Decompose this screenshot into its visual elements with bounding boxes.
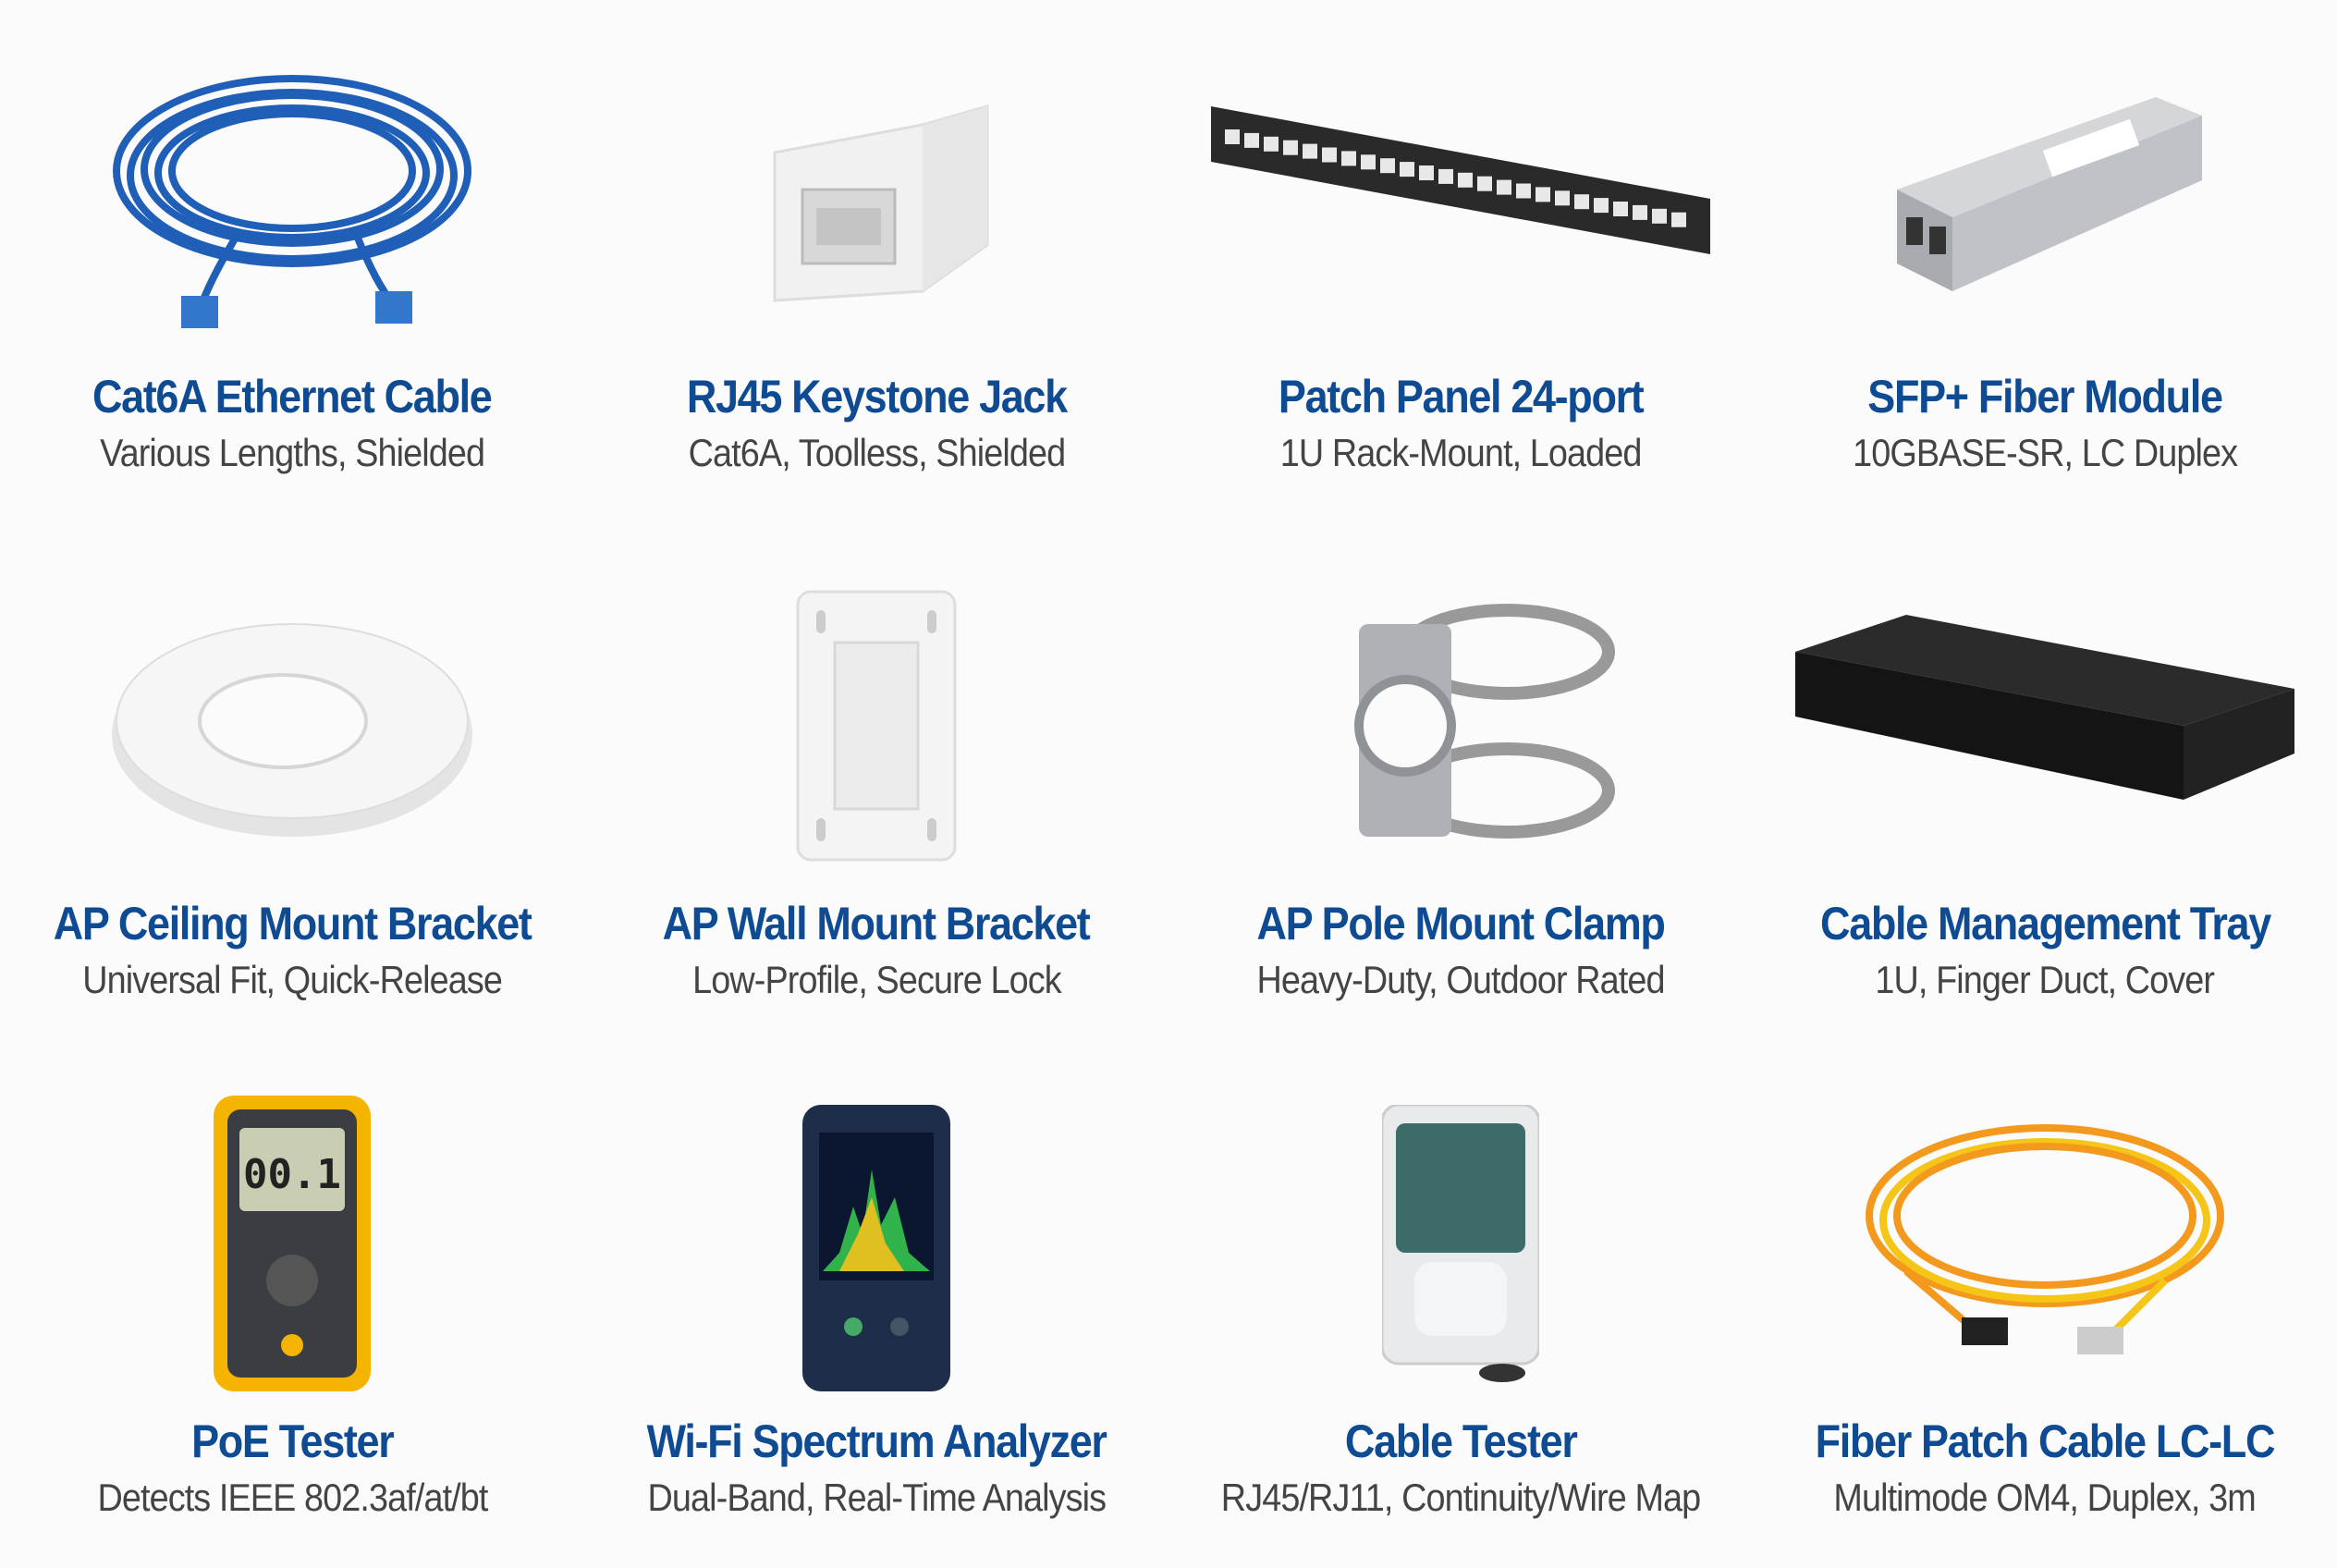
spectrum-analyzer-icon (618, 1091, 1135, 1396)
product-title[interactable]: RJ45 Keystone Jack (686, 371, 1068, 423)
product-title[interactable]: SFP+ Fiber Module (1867, 371, 2223, 423)
ethernet-cable-icon (33, 46, 551, 351)
cable-tray-icon (1786, 573, 2304, 878)
patch-port (1283, 140, 1298, 155)
product-title[interactable]: AP Wall Mount Bracket (663, 898, 1091, 949)
product-title[interactable]: Fiber Patch Cable LC-LC (1815, 1415, 2276, 1467)
product-card[interactable]: Wi-Fi Spectrum Analyzer Dual-Band, Real-… (584, 1040, 1168, 1568)
patch-port (1225, 129, 1240, 144)
product-title[interactable]: Cable Management Tray (1819, 898, 2271, 949)
sfp-module-icon (1786, 46, 2304, 351)
poe-display-readout: 00.1 (243, 1151, 341, 1198)
product-card[interactable]: Cable Management Tray 1U, Finger Duct, C… (1753, 522, 2337, 1040)
product-title[interactable]: Patch Panel 24-port (1278, 371, 1645, 423)
patch-port (1671, 212, 1686, 227)
product-card[interactable]: Fiber Patch Cable LC-LC Multimode OM4, D… (1753, 1040, 2337, 1568)
product-subtitle: Dual-Band, Real-Time Analysis (647, 1476, 1107, 1519)
ceiling-bracket-icon (33, 573, 551, 878)
patch-port (1419, 165, 1434, 180)
product-subtitle: Cat6A, Toolless, Shielded (688, 431, 1065, 474)
product-title[interactable]: PoE Tester (190, 1415, 395, 1467)
patch-port (1458, 172, 1473, 188)
patch-port (1244, 132, 1259, 148)
product-subtitle: Detects IEEE 802.3af/at/bt (96, 1476, 488, 1519)
product-card[interactable]: SFP+ Fiber Module 10GBASE-SR, LC Duplex (1753, 0, 2337, 522)
product-title[interactable]: AP Pole Mount Clamp (1256, 898, 1665, 949)
patch-port (1264, 136, 1279, 152)
patch-port (1341, 151, 1356, 166)
patch-port (1303, 143, 1317, 159)
product-card[interactable]: Cat6A Ethernet Cable Various Lengths, Sh… (0, 0, 584, 522)
patch-port (1574, 194, 1589, 210)
patch-panel-icon (1202, 46, 1719, 351)
product-subtitle: Heavy-Duty, Outdoor Rated (1256, 958, 1665, 1001)
patch-port (1322, 147, 1337, 163)
patch-port (1633, 204, 1647, 220)
keystone-jack-icon (618, 46, 1135, 351)
product-subtitle: Low-Profile, Secure Lock (691, 958, 1062, 1001)
product-subtitle: 10GBASE-SR, LC Duplex (1853, 431, 2238, 474)
product-subtitle: Universal Fit, Quick-Release (82, 958, 503, 1001)
cable-tester-icon (1202, 1091, 1719, 1396)
product-card[interactable]: 00.1 PoE Tester Detects IEEE 802.3af/at/… (0, 1040, 584, 1568)
wall-bracket-icon (618, 573, 1135, 878)
patch-port (1438, 168, 1453, 184)
product-card[interactable]: Cable Tester RJ45/RJ11, Continuity/Wire … (1168, 1040, 1753, 1568)
product-card[interactable]: Patch Panel 24-port 1U Rack-Mount, Loade… (1168, 0, 1753, 522)
product-title[interactable]: Wi-Fi Spectrum Analyzer (646, 1415, 1107, 1467)
product-subtitle: RJ45/RJ11, Continuity/Wire Map (1220, 1476, 1701, 1519)
product-title[interactable]: Cable Tester (1344, 1415, 1578, 1467)
patch-port (1516, 183, 1531, 199)
product-card[interactable]: AP Wall Mount Bracket Low-Profile, Secur… (584, 522, 1168, 1040)
product-title[interactable]: AP Ceiling Mount Bracket (53, 898, 532, 949)
product-subtitle: Multimode OM4, Duplex, 3m (1833, 1476, 2257, 1519)
patch-port (1477, 176, 1492, 191)
product-card[interactable]: AP Ceiling Mount Bracket Universal Fit, … (0, 522, 584, 1040)
pole-clamp-icon (1202, 573, 1719, 878)
patch-port (1380, 158, 1395, 174)
fiber-patch-cable-icon (1786, 1091, 2304, 1396)
patch-port (1652, 208, 1667, 224)
poe-tester-icon: 00.1 (33, 1091, 551, 1396)
patch-port (1555, 190, 1570, 206)
patch-port (1536, 187, 1550, 202)
patch-port (1594, 198, 1609, 214)
product-subtitle: Various Lengths, Shielded (99, 431, 485, 474)
patch-port (1361, 154, 1376, 170)
product-title[interactable]: Cat6A Ethernet Cable (92, 371, 493, 423)
patch-port (1400, 162, 1414, 178)
product-subtitle: 1U Rack-Mount, Loaded (1279, 431, 1643, 474)
product-subtitle: 1U, Finger Duct, Cover (1875, 958, 2216, 1001)
product-card[interactable]: AP Pole Mount Clamp Heavy-Duty, Outdoor … (1168, 522, 1753, 1040)
patch-port (1497, 179, 1511, 195)
product-card[interactable]: RJ45 Keystone Jack Cat6A, Toolless, Shie… (584, 0, 1168, 522)
patch-port (1613, 202, 1628, 216)
